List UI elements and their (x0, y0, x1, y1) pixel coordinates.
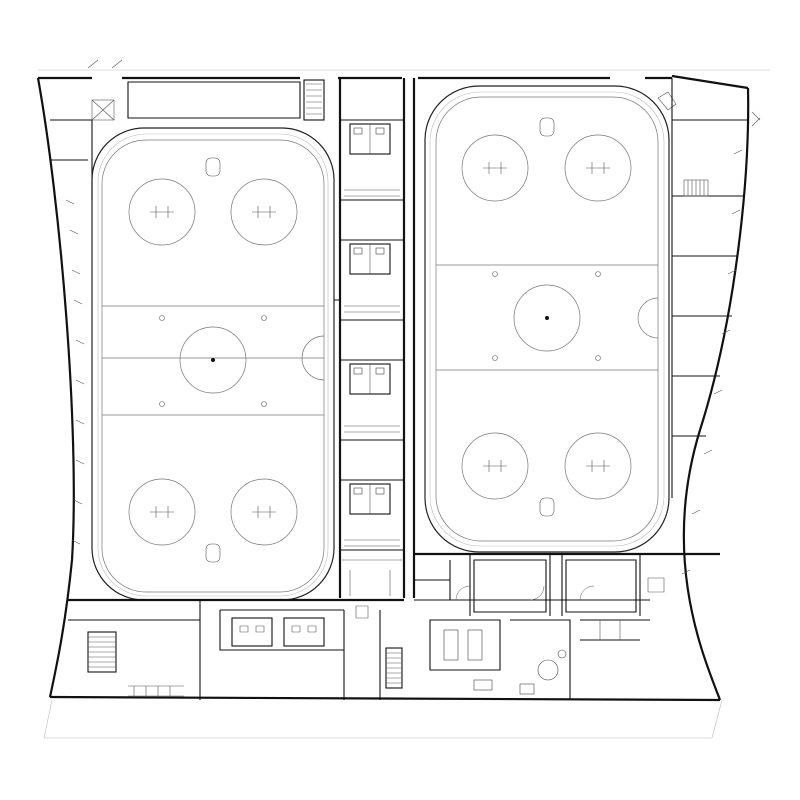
west-rink-faceoff-circle (230, 178, 298, 246)
west-rink-faceoff-circle (128, 178, 196, 246)
locker-wc-block (349, 123, 391, 155)
site-outline (38, 69, 770, 739)
east-rink-faceoff-circle (564, 134, 632, 202)
west-rink-faceoff-circle (230, 478, 298, 546)
exterior-wall (36, 74, 750, 702)
west-rink-faceoff-circle (128, 478, 196, 546)
east-side-rooms (671, 78, 761, 498)
locker-wc-block (349, 363, 391, 395)
locker-wc-block (349, 243, 391, 275)
west-facade-fins (65, 199, 85, 545)
central-locker-rooms (338, 78, 416, 598)
locker-wc-block (349, 483, 391, 515)
west-rink (91, 127, 341, 601)
south-support-wing (68, 552, 720, 700)
east-rink-faceoff-circle (461, 432, 529, 500)
east-facade-fins (681, 149, 743, 575)
east-rink-faceoff-circle (564, 432, 632, 500)
stair (385, 647, 403, 689)
stair (87, 631, 117, 673)
east-rink (424, 85, 677, 553)
east-rink-center-circle (513, 284, 581, 352)
north-service-rooms (50, 59, 325, 200)
east-rink-faceoff-circle (461, 134, 529, 202)
west-rink-center-circle (179, 326, 247, 394)
